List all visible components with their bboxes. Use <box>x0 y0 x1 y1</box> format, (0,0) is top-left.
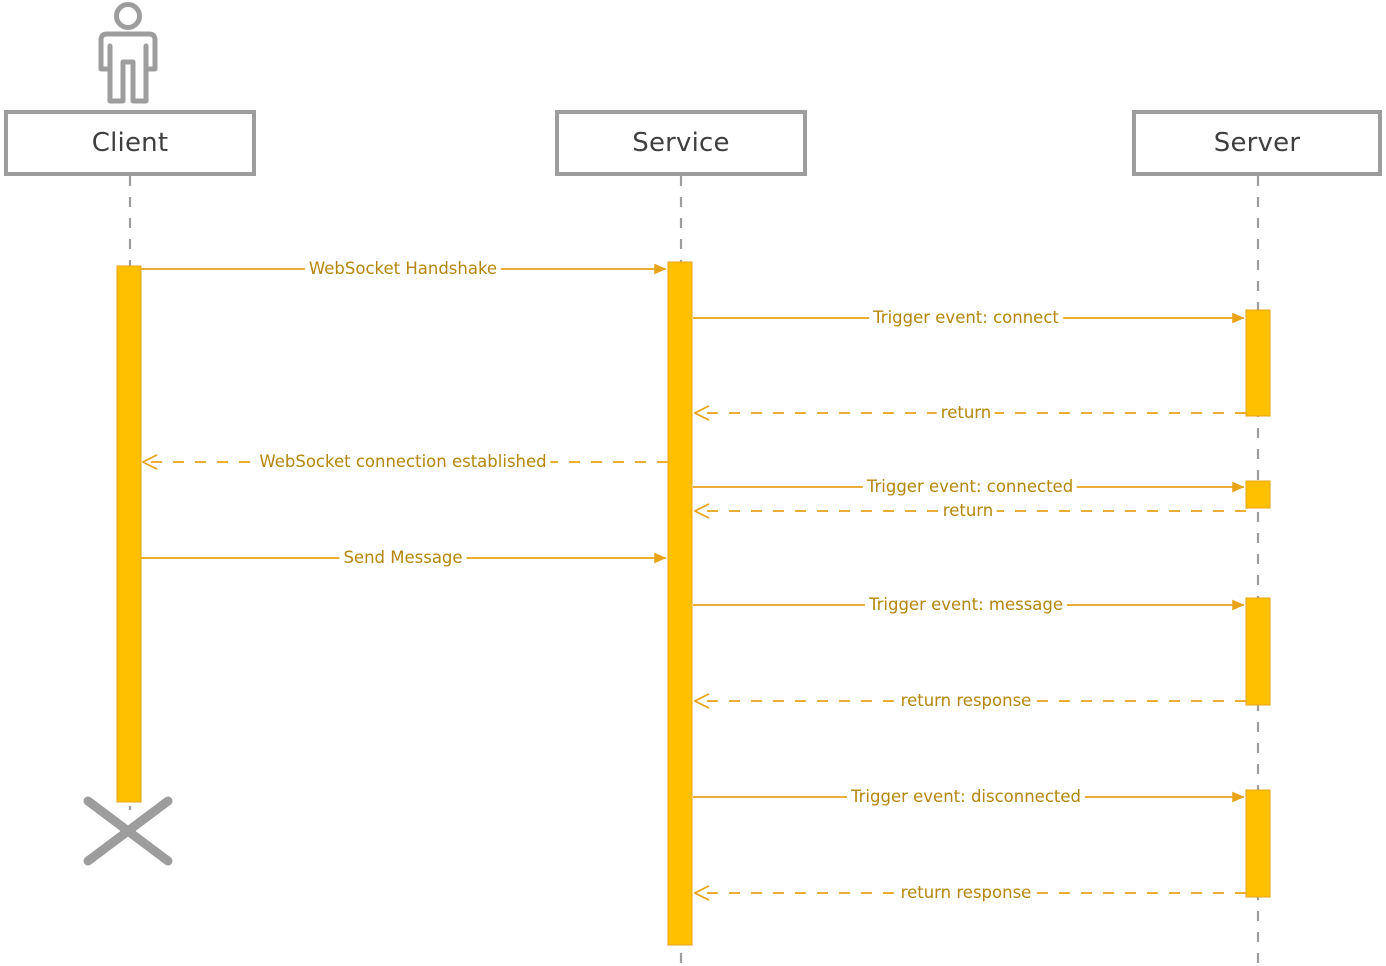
message-label-m10: Trigger event: disconnected <box>846 788 1086 806</box>
message-label-m6: return <box>938 502 998 520</box>
activation-bar-server-2 <box>1245 480 1271 509</box>
destruction-marker-client <box>83 796 173 866</box>
message-label-m7: Send Message <box>339 549 467 567</box>
activation-bar-client <box>116 265 142 803</box>
message-label-m8: Trigger event: message <box>864 596 1068 614</box>
message-label-m5: Trigger event: connected <box>862 478 1078 496</box>
activation-bar-server-3 <box>1245 597 1271 706</box>
message-label-m4: WebSocket connection established <box>255 453 551 471</box>
activation-bars-group <box>116 261 1271 946</box>
lifeline-header-client[interactable]: Client <box>4 110 256 176</box>
lifeline-header-service[interactable]: Service <box>555 110 807 176</box>
activation-bar-server-4 <box>1245 789 1271 898</box>
message-label-m11: return response <box>896 884 1036 902</box>
message-label-m1: WebSocket Handshake <box>304 260 502 278</box>
lifeline-title-client: Client <box>91 128 169 158</box>
message-label-m9: return response <box>896 692 1036 710</box>
message-label-m3: return <box>936 404 996 422</box>
activation-bar-service <box>667 261 693 946</box>
lifeline-title-server: Server <box>1213 128 1301 158</box>
actor-icon <box>98 2 158 104</box>
lifelines-group <box>128 176 1260 963</box>
lifeline-title-service: Service <box>632 128 730 158</box>
activation-bar-server-1 <box>1245 309 1271 417</box>
lifeline-header-server[interactable]: Server <box>1132 110 1382 176</box>
message-label-m2: Trigger event: connect <box>869 309 1063 327</box>
